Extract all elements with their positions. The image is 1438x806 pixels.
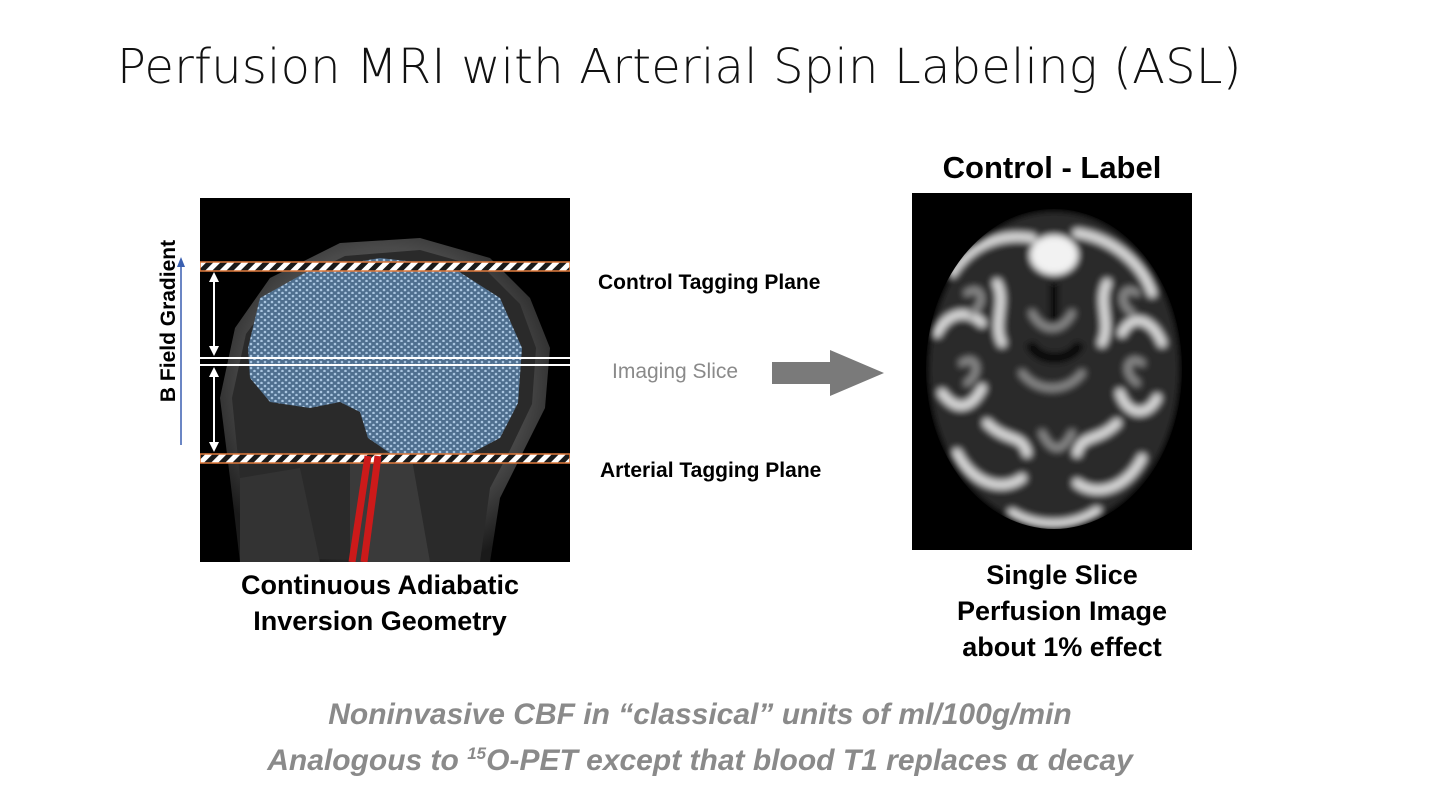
arterial-tagging-plane-label: Arterial Tagging Plane: [600, 459, 821, 483]
geometry-caption: Continuous Adiabatic Inversion Geometry: [200, 567, 560, 639]
sagittal-mri-image: [200, 198, 570, 562]
perfusion-map-image: [912, 193, 1192, 550]
perfusion-caption-line1: Single Slice: [912, 557, 1212, 593]
perfusion-caption: Single Slice Perfusion Image about 1% ef…: [912, 557, 1212, 665]
control-tagging-plane-label: Control Tagging Plane: [598, 271, 820, 295]
slide-title: Perfusion MRI with Arterial Spin Labelin…: [117, 34, 1317, 100]
footer-line2-part-a: Analogous to: [267, 744, 467, 777]
footer-line2-part-b: O-PET except that blood T1 replaces: [486, 744, 1016, 777]
perfusion-caption-line3: about 1% effect: [912, 629, 1212, 665]
footer-line2: Analogous to 15O-PET except that blood T…: [100, 734, 1300, 780]
imaging-slice-label: Imaging Slice: [612, 360, 738, 384]
footer-note: Noninvasive CBF in “classical” units of …: [100, 695, 1300, 780]
alpha-symbol: α: [1016, 743, 1039, 778]
right-arrow-icon: [770, 350, 886, 396]
perfusion-caption-line2: Perfusion Image: [912, 593, 1212, 629]
b-field-gradient-label: B Field Gradient: [154, 216, 184, 426]
footer-line1: Noninvasive CBF in “classical” units of …: [100, 695, 1300, 734]
geometry-caption-line2: Inversion Geometry: [200, 603, 560, 639]
control-label-heading: Control - Label: [912, 150, 1192, 186]
geometry-caption-line1: Continuous Adiabatic: [200, 567, 560, 603]
footer-line2-part-c: decay: [1039, 744, 1132, 777]
footer-isotope-superscript: 15: [467, 744, 486, 763]
